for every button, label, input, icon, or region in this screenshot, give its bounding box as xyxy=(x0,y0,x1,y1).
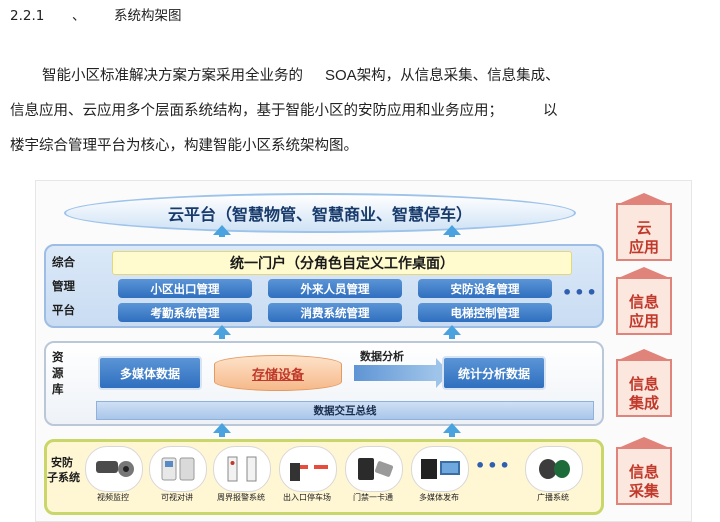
architecture-diagram: 云平台（智慧物管、智慧商业、智慧停车） 综合 管理 平台 统一门户（分角色自定义… xyxy=(35,180,692,522)
management-platform-layer: 综合 管理 平台 统一门户（分角色自定义工作桌面） 小区出口管理 外来人员管理 … xyxy=(44,244,604,328)
arrow-right-icon xyxy=(354,365,436,381)
res-label-3: 库 xyxy=(52,381,64,397)
device-label: 门禁一卡通 xyxy=(340,492,406,503)
alarm-sensor-icon xyxy=(213,446,271,492)
stats-data: 统计分析数据 xyxy=(442,356,546,390)
security-subsystem-layer: 安防 子系统 视频监控 可视对讲 周界报警系统 出入口停车场 门禁一卡通 多媒体… xyxy=(44,439,604,515)
tag-line: 信息 xyxy=(618,375,670,394)
tag-line: 应用 xyxy=(618,238,670,257)
arrow-up-icon xyxy=(213,325,231,335)
arrow-up-icon xyxy=(443,225,461,235)
storage-device: 存储设备 xyxy=(214,355,342,391)
line2-end: 以 xyxy=(543,103,558,119)
access-card-icon xyxy=(345,446,403,492)
parking-barrier-icon xyxy=(279,446,337,492)
tag-info-app: 信息 应用 xyxy=(616,277,672,335)
section-number: 2.2.1 xyxy=(10,8,72,24)
line1-text-b: 架构，从信息采集、信息集成、 xyxy=(357,68,560,84)
arrow-up-icon xyxy=(443,325,461,335)
tag-line: 采集 xyxy=(618,482,670,501)
device-label: 广播系统 xyxy=(525,492,581,503)
device-label: 视频监控 xyxy=(85,492,141,503)
mgmt-module: 消费系统管理 xyxy=(268,303,402,322)
speaker-icon xyxy=(525,446,583,492)
device-label: 可视对讲 xyxy=(149,492,205,503)
mgmt-module: 安防设备管理 xyxy=(418,279,552,298)
mgmt-label-1: 综合 xyxy=(52,254,75,270)
intercom-icon xyxy=(149,446,207,492)
tag-line: 云 xyxy=(618,219,670,238)
tag-info-integration: 信息 集成 xyxy=(616,359,672,417)
mgmt-label-3: 平台 xyxy=(52,302,75,318)
more-dots: ••• xyxy=(562,283,599,302)
data-bus: 数据交互总线 xyxy=(96,401,594,420)
mgmt-label-2: 管理 xyxy=(52,278,75,294)
arrow-up-icon xyxy=(443,423,461,433)
line3-text: 楼宇综合管理平台为核心，构建智能小区系统架构图。 xyxy=(10,138,358,154)
res-label-1: 资 xyxy=(52,349,64,365)
paragraph-line-1: 智能小区标准解决方案方案采用全业务的 SOA架构，从信息采集、信息集成、 xyxy=(10,58,700,94)
camera-icon xyxy=(85,446,143,492)
collect-label-1: 安防 xyxy=(51,454,73,470)
soa-term: SOA xyxy=(325,67,357,84)
tag-cloud-app: 云 应用 xyxy=(616,203,672,261)
line1-text-a: 智能小区标准解决方案方案采用全业务的 xyxy=(42,68,303,84)
res-label-2: 源 xyxy=(52,365,64,381)
tag-line: 信息 xyxy=(618,293,670,312)
line2-text: 信息应用、云应用多个层面系统结构，基于智能小区的安防应用和业务应用； xyxy=(10,103,503,119)
body-paragraph: 智能小区标准解决方案方案采用全业务的 SOA架构，从信息采集、信息集成、 信息应用… xyxy=(10,58,700,164)
device-label: 多媒体发布 xyxy=(406,492,472,503)
section-heading: 2.2.1、系统构架图 xyxy=(10,4,182,24)
paragraph-line-3: 楼宇综合管理平台为核心，构建智能小区系统架构图。 xyxy=(10,129,700,164)
mgmt-module: 外来人员管理 xyxy=(268,279,402,298)
tag-line: 信息 xyxy=(618,463,670,482)
device-label: 周界报警系统 xyxy=(208,492,274,503)
mgmt-module: 小区出口管理 xyxy=(118,279,252,298)
mgmt-module: 考勤系统管理 xyxy=(118,303,252,322)
device-label: 出入口停车场 xyxy=(274,492,340,503)
resource-layer: 资 源 库 多媒体数据 存储设备 数据分析 统计分析数据 数据交互总线 xyxy=(44,341,604,426)
multimedia-data: 多媒体数据 xyxy=(98,356,202,390)
collect-label-2: 子系统 xyxy=(47,469,80,485)
section-title: 系统构架图 xyxy=(114,8,182,24)
unified-portal: 统一门户（分角色自定义工作桌面） xyxy=(112,251,572,275)
tag-info-collection: 信息 采集 xyxy=(616,447,672,505)
arrow-up-icon xyxy=(213,423,231,433)
section-separator: 、 xyxy=(72,4,114,24)
cloud-platform: 云平台（智慧物管、智慧商业、智慧停车） xyxy=(64,193,576,233)
mgmt-module: 电梯控制管理 xyxy=(418,303,552,322)
tag-line: 应用 xyxy=(618,312,670,331)
arrow-up-icon xyxy=(213,225,231,235)
paragraph-line-2: 信息应用、云应用多个层面系统结构，基于智能小区的安防应用和业务应用； 以 xyxy=(10,94,700,129)
data-analysis-label: 数据分析 xyxy=(360,348,404,364)
display-screen-icon xyxy=(411,446,469,492)
tag-line: 集成 xyxy=(618,394,670,413)
more-dots: ••• xyxy=(475,456,512,475)
